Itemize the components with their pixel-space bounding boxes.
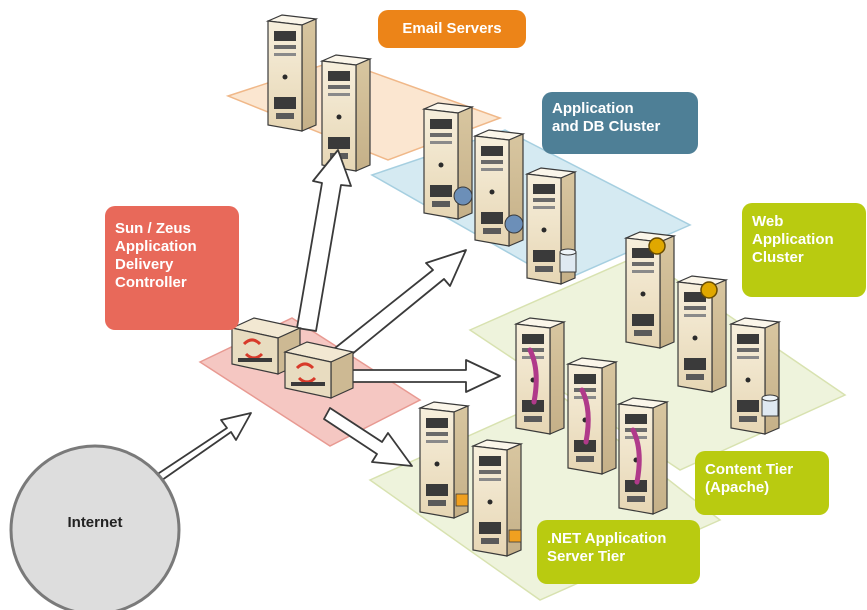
- apache-server-3: [618, 397, 668, 515]
- sun-line-2: Application: [115, 238, 197, 255]
- arrow-to-email: [296, 149, 352, 332]
- gear-icon: [700, 281, 718, 299]
- content-line-1: Content Tier: [705, 461, 794, 478]
- email-servers-label: Email Servers: [378, 10, 526, 48]
- email-server-1: [267, 14, 317, 132]
- dotnet-tier-label: .NET Application Server Tier: [537, 520, 700, 584]
- windows-icon: [508, 529, 522, 543]
- dotnet-line-1: .NET Application: [547, 530, 667, 547]
- internet-label: Internet: [67, 514, 123, 531]
- sun-zeus-controller-label: Sun / Zeus Application Delivery Controll…: [105, 206, 239, 330]
- apache-server-2: [567, 357, 617, 475]
- apache-feather-icon: [630, 427, 642, 485]
- user-icon: [453, 186, 473, 206]
- dotnet-line-2: Server Tier: [547, 548, 626, 565]
- app-db-cluster-label: Application and DB Cluster: [542, 92, 698, 154]
- content-line-2: (Apache): [705, 479, 770, 496]
- database-cylinder-icon: [559, 248, 577, 273]
- web-line-2: Application: [752, 231, 834, 248]
- arrow-to-content: [345, 359, 501, 393]
- arrows: [137, 149, 501, 495]
- windows-icon: [455, 493, 469, 507]
- content-tier-label: Content Tier (Apache): [695, 451, 829, 515]
- web-app-cluster-label: Web Application Cluster: [742, 203, 866, 297]
- app-db-line-1: Application: [552, 100, 634, 117]
- apache-feather-icon: [527, 347, 539, 405]
- internet-circle: [9, 444, 181, 610]
- email-server-2: [321, 54, 371, 172]
- gear-icon: [648, 237, 666, 255]
- user-icon: [504, 214, 524, 234]
- web-line-3: Cluster: [752, 249, 804, 266]
- database-cylinder-icon: [761, 394, 779, 417]
- apache-server-1: [515, 317, 565, 435]
- arrow-to-dotnet: [323, 407, 413, 467]
- sun-line-4: Controller: [115, 274, 187, 291]
- sun-line-3: Delivery: [115, 256, 174, 273]
- web-line-1: Web: [752, 213, 784, 230]
- web-server-3: [730, 317, 780, 435]
- sun-line-1: Sun / Zeus: [115, 220, 191, 237]
- app-db-line-2: and DB Cluster: [552, 118, 661, 135]
- controller-switch-2: [283, 340, 355, 400]
- apache-feather-icon: [579, 387, 591, 445]
- email-servers-text: Email Servers: [402, 20, 502, 37]
